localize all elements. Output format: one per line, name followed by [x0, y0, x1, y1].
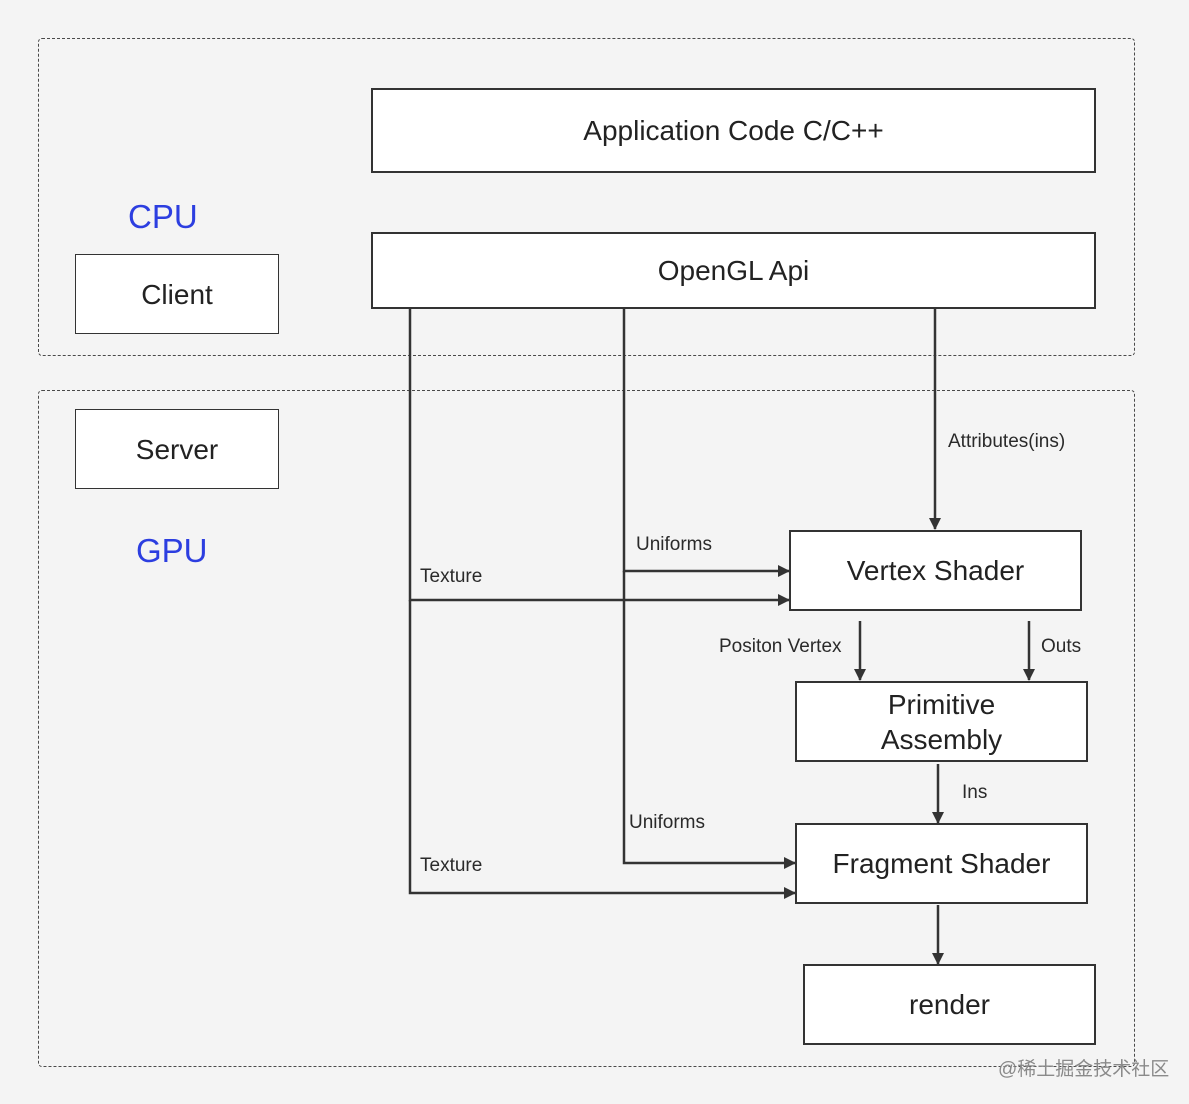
attributes-label: Attributes(ins) [948, 431, 1066, 452]
client-box: Client [75, 254, 279, 334]
uniforms-vertex-label: Uniforms [636, 534, 713, 555]
ins-label: Ins [962, 782, 988, 803]
position-vertex-label: Positon Vertex [719, 636, 842, 657]
texture-vertex-label: Texture [420, 566, 483, 587]
primitive-assembly-box: Primitive Assembly [795, 681, 1088, 762]
watermark-text: @稀土掘金技术社区 [998, 1059, 1170, 1080]
fragment-shader-box: Fragment Shader [795, 823, 1088, 904]
texture-fragment-label: Texture [420, 855, 483, 876]
render-box: render [803, 964, 1096, 1045]
server-box: Server [75, 409, 279, 489]
vertex-shader-box: Vertex Shader [789, 530, 1082, 611]
cpu-label: CPU [128, 198, 198, 235]
cpu-region [38, 38, 1135, 356]
texture-fragment-edge [408, 600, 796, 899]
uniforms-fragment-label: Uniforms [629, 812, 706, 833]
opengl-api-box: OpenGL Api [371, 232, 1096, 309]
gpu-label: GPU [136, 532, 208, 569]
gpu-region [38, 390, 1135, 1067]
texture-vertex-edge [408, 308, 790, 606]
uniforms-vertex-edge [622, 308, 790, 577]
uniforms-fragment-edge [622, 571, 796, 869]
application-code-box: Application Code C/C++ [371, 88, 1096, 173]
outs-label: Outs [1041, 636, 1082, 657]
